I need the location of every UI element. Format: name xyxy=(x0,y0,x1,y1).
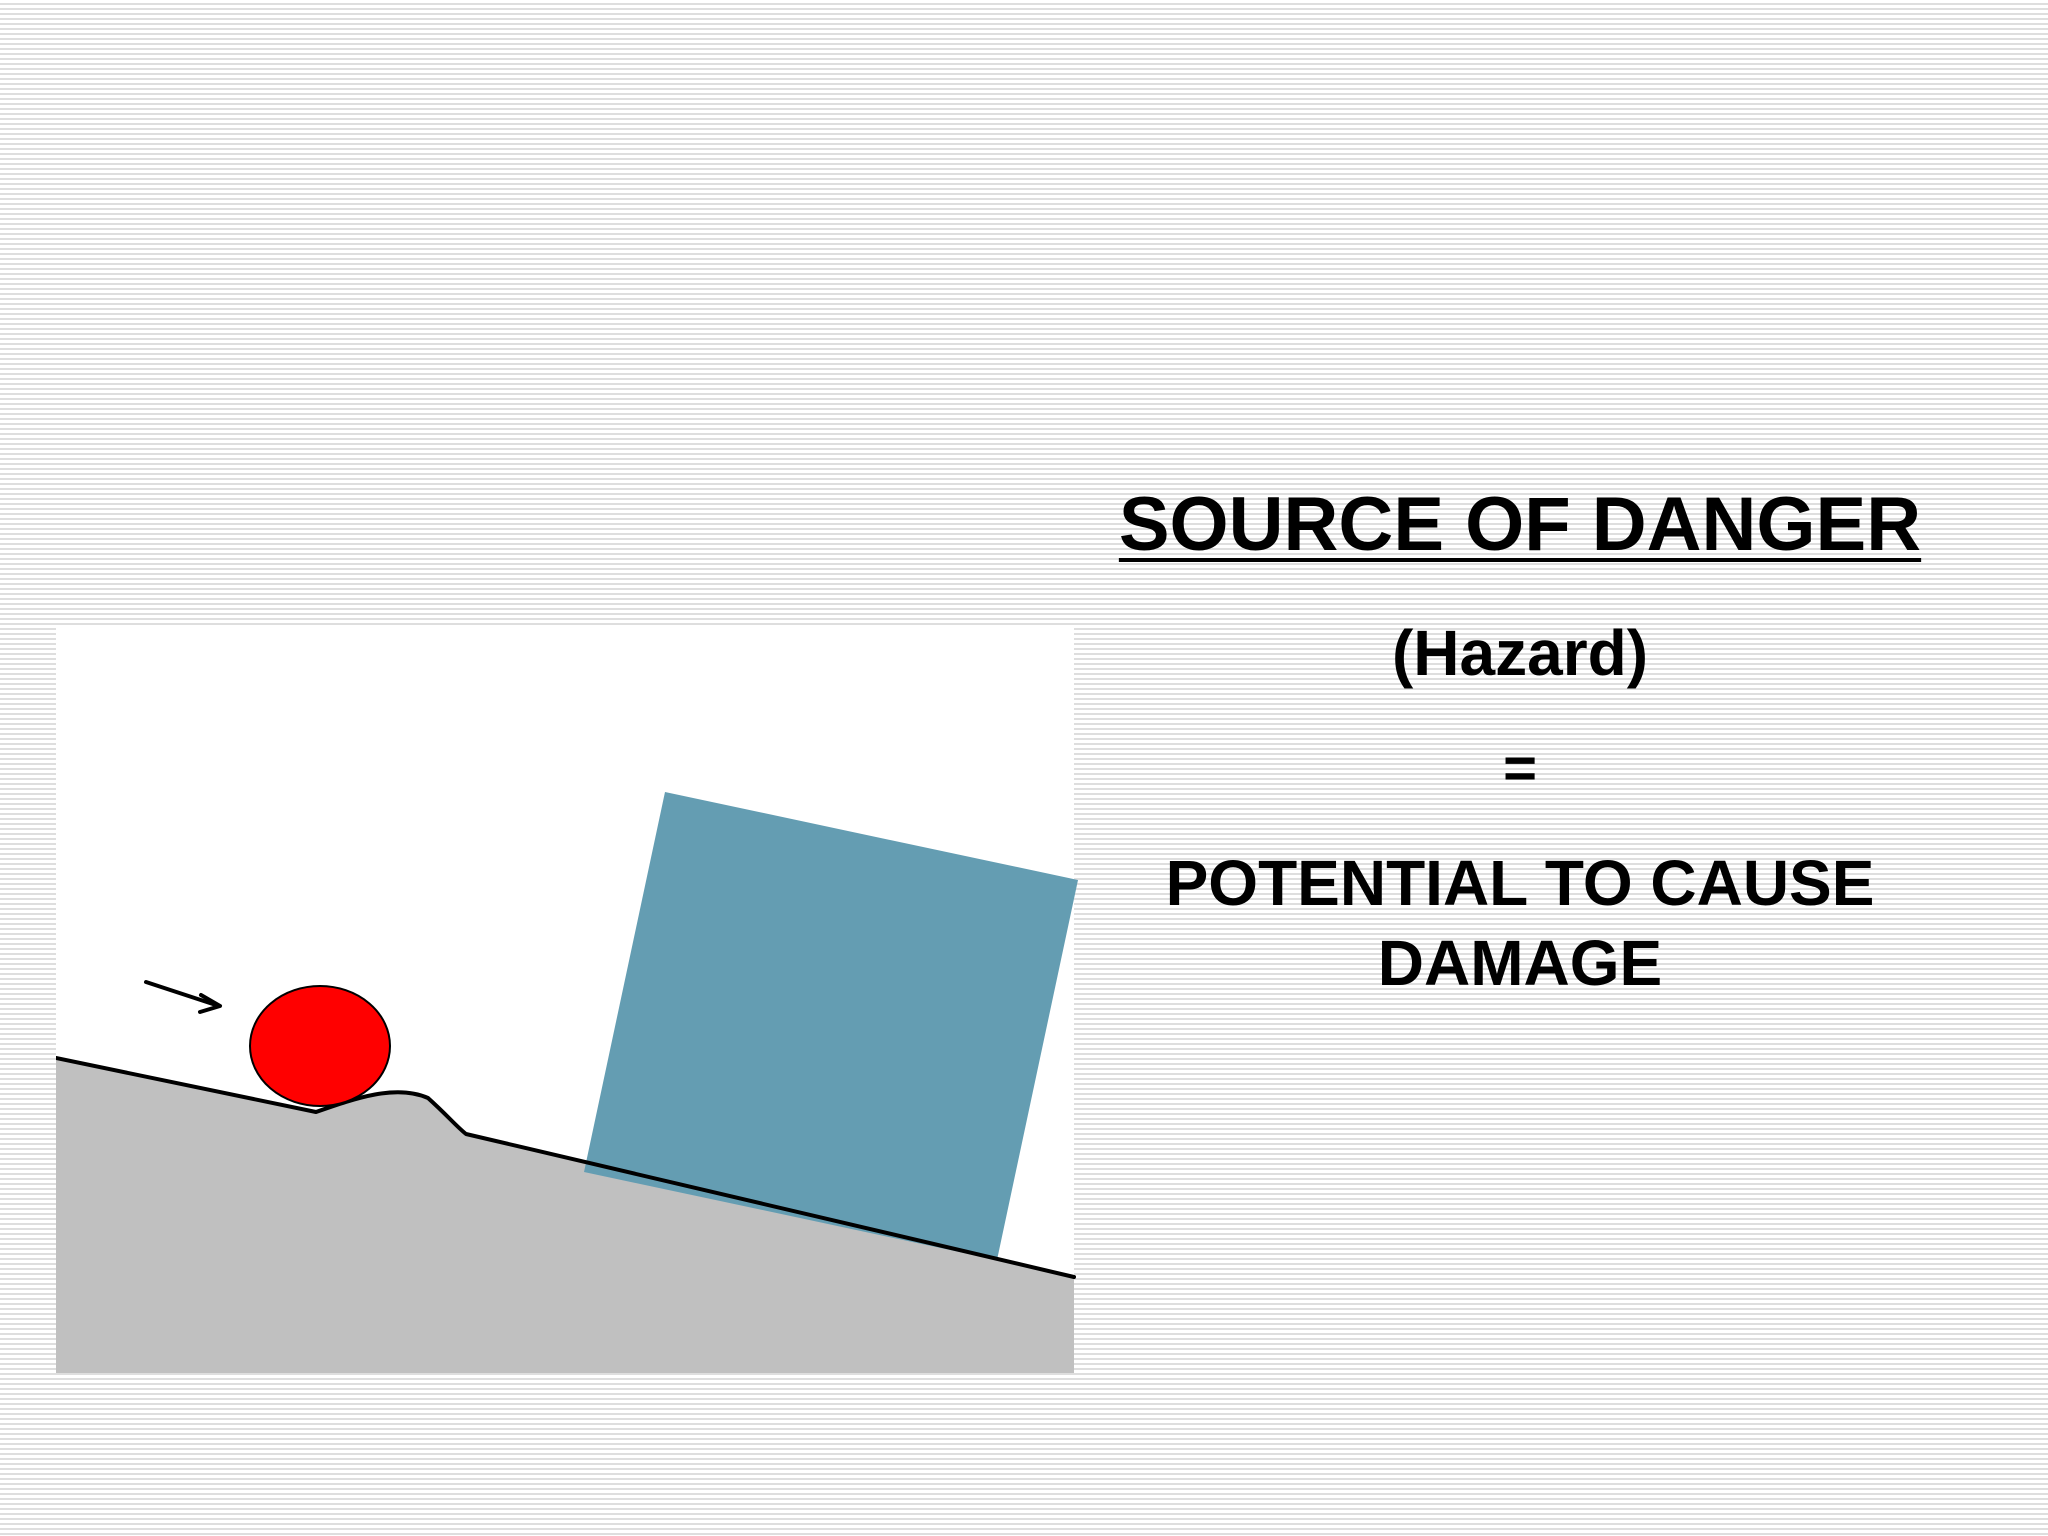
red-ball xyxy=(249,985,391,1107)
page-title: SOURCE OF DANGER xyxy=(1118,482,1922,567)
definition-text-block: SOURCE OF DANGER (Hazard) = POTENTIAL TO… xyxy=(1080,475,1960,1003)
ground-slope xyxy=(56,1058,1074,1373)
hazard-definition: POTENTIAL TO CAUSE DAMAGE xyxy=(1165,847,1875,999)
blue-block xyxy=(584,792,1078,1260)
hazard-subtitle: (Hazard) xyxy=(1391,617,1649,689)
hazard-illustration xyxy=(56,628,1078,1373)
motion-arrow-icon xyxy=(144,980,222,1014)
equals-sign: = xyxy=(1503,736,1537,801)
illustration-canvas xyxy=(56,628,1078,1373)
